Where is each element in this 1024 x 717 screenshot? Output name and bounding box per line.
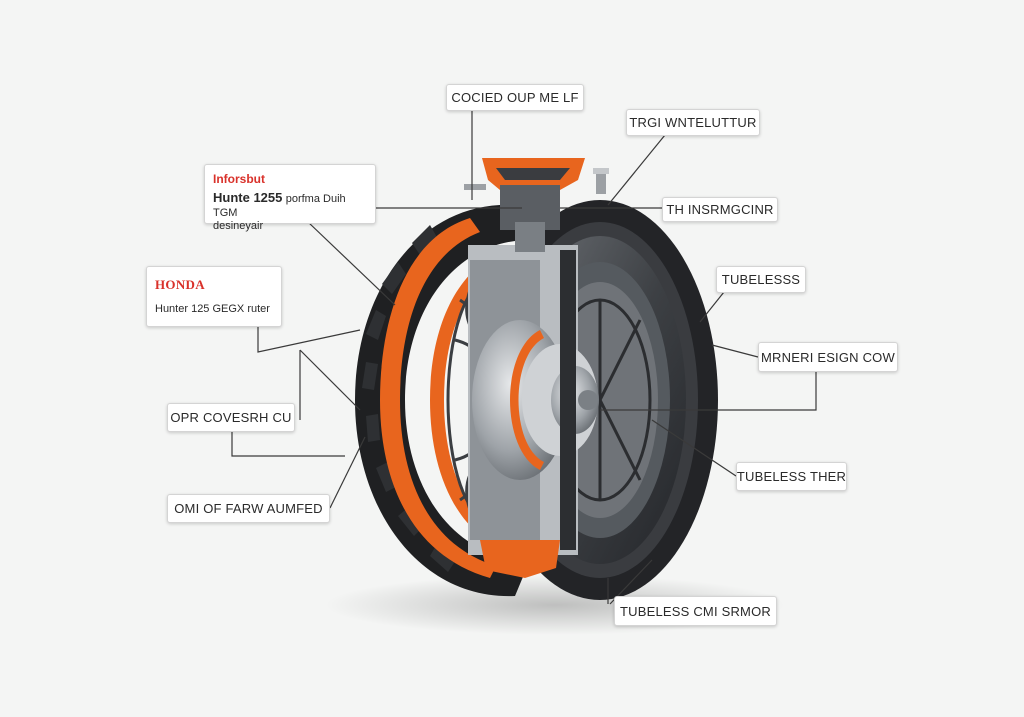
info-title: Inforsbut	[213, 172, 265, 186]
caliper	[464, 158, 609, 252]
callout-top-right: TRGI WNTELUTTUR	[626, 109, 760, 136]
info-box-brand: HONDA Hunter 125 GEGX ruter	[146, 266, 282, 327]
callout-right-tubeless: TUBELESSS	[716, 266, 806, 293]
info-line-1-rest: porfma Duih TGM	[213, 193, 346, 219]
callout-left-mid: OPR COVESRH CU	[167, 403, 295, 432]
orange-cut-edge	[380, 218, 496, 578]
leader-lines	[231, 110, 817, 605]
info-line-2: desineyair	[213, 220, 264, 232]
info-line-1-bold: Hunte 1255	[213, 190, 283, 205]
orange-base	[480, 540, 560, 578]
callout-left-low: OMI OF FARW AUMFED	[167, 494, 330, 523]
brand-logo: HONDA	[155, 277, 205, 292]
hub-assembly	[468, 245, 599, 555]
callout-lower-right: TUBELESS THER	[736, 462, 847, 491]
orange-inner-liner	[430, 250, 508, 550]
callout-upper-right: TH INSRMGCINR	[662, 197, 778, 222]
info-box-top: Inforsbut Hunte 1255 porfma Duih TGM des…	[204, 164, 376, 232]
callout-bottom-right: TUBELESS CMI SRMOR	[614, 596, 777, 626]
callout-top-center: COCIED OUP ME LF	[446, 84, 584, 111]
brand-line: Hunter 125 GEGX ruter	[155, 303, 270, 315]
info-line-1: Hunte 1255 porfma Duih TGM	[213, 190, 367, 219]
callout-right-design: MRNERI ESIGN COW	[758, 342, 898, 372]
